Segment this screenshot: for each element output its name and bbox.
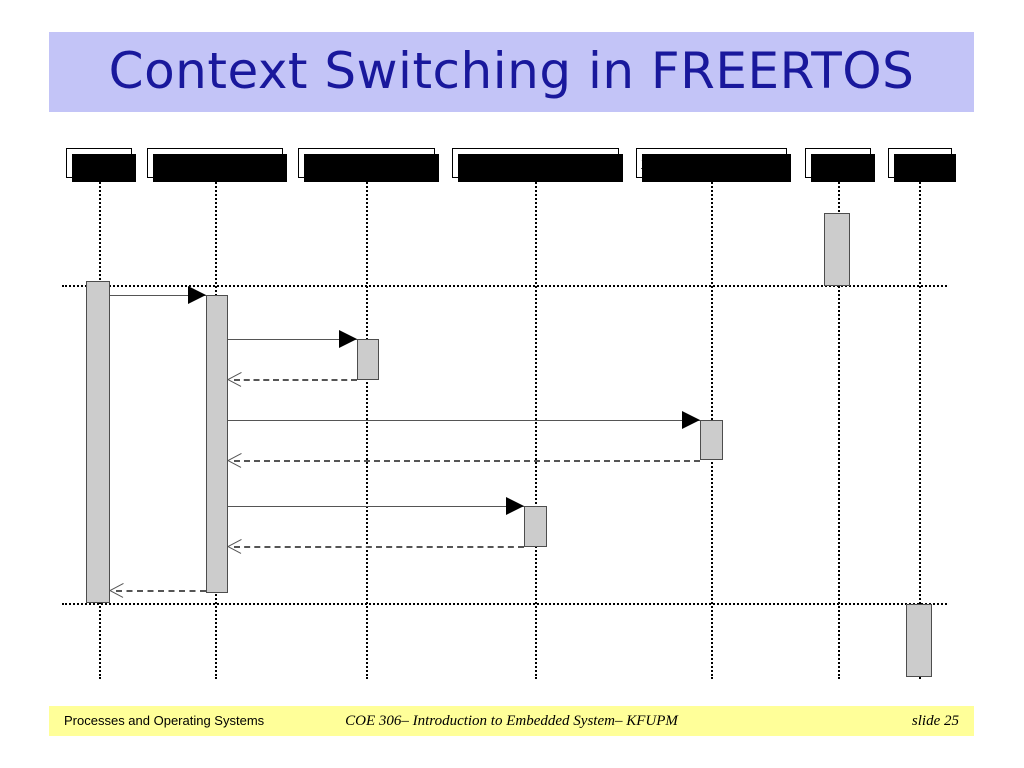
footer-course-text: COE 306– Introduction to Embedded System…	[345, 713, 678, 729]
lifeline-task1	[838, 179, 840, 679]
activation-bar-portrestore-context	[524, 506, 547, 547]
return-line-switch	[234, 460, 700, 462]
lifeline-header-vpreemptivetick[interactable]: vPreemptiveTick	[147, 148, 287, 182]
lifeline-header-label-portrestore-context: portRESTORE_CONTEXT	[461, 156, 610, 171]
message-arrowhead-switch	[682, 411, 700, 429]
lifeline-header-label-task1: Task 1	[815, 155, 861, 172]
activation-bar-task1	[824, 213, 850, 286]
header-shadow	[72, 154, 136, 182]
return-arrowhead-restore	[228, 538, 242, 554]
lifeline-header-vtaskswitchcontext[interactable]: vTaskSwitchContext	[636, 148, 791, 182]
lifeline-header-label-portsave-context: portSAVE_CONTEXT	[304, 156, 429, 171]
lifeline-task2	[919, 179, 921, 679]
activation-bar-vpreemptivetick	[206, 295, 228, 593]
separator-line-bottom	[62, 603, 947, 605]
lifeline-header-label-timer: Timer	[77, 155, 121, 172]
slide-footer: COE 306– Introduction to Embedded System…	[49, 706, 974, 736]
header-shadow	[811, 154, 875, 182]
return-line-restore	[234, 546, 524, 548]
activation-bar-timer	[86, 281, 110, 603]
page-title: Context Switching in FREERTOS	[108, 42, 915, 100]
lifeline-portsave-context	[366, 179, 368, 679]
lifeline-header-task2[interactable]: Task 2	[888, 148, 956, 182]
separator-line-top	[62, 285, 947, 287]
activation-bar-vtaskswitchcontext	[700, 420, 723, 460]
lifeline-header-label-vpreemptivetick: vPreemptiveTick	[156, 156, 274, 171]
return-arrowhead-save	[228, 371, 242, 387]
lifeline-portrestore-context	[535, 179, 537, 679]
message-line-tick	[110, 295, 206, 296]
header-shadow	[458, 154, 623, 182]
header-shadow	[304, 154, 439, 182]
lifeline-header-portrestore-context[interactable]: portRESTORE_CONTEXT	[452, 148, 623, 182]
message-arrowhead-restore	[506, 497, 524, 515]
return-line-tick	[116, 590, 206, 592]
return-arrowhead-tick	[110, 582, 124, 598]
message-line-save	[228, 339, 357, 340]
return-line-save	[234, 379, 357, 381]
lifeline-header-label-task2: Task 2	[897, 155, 943, 172]
footer-section-text: Processes and Operating Systems	[64, 713, 265, 728]
footer-slide-number: slide 25	[911, 713, 959, 729]
return-arrowhead-switch	[228, 452, 242, 468]
header-shadow	[153, 154, 287, 182]
slide-title-banner: Context Switching in FREERTOS	[49, 32, 974, 112]
message-line-restore	[228, 506, 524, 507]
message-arrowhead-save	[339, 330, 357, 348]
lifeline-header-timer[interactable]: Timer	[66, 148, 136, 182]
lifeline-header-label-vtaskswitchcontext: vTaskSwitchContext	[641, 156, 782, 171]
lifeline-header-task1[interactable]: Task 1	[805, 148, 875, 182]
activation-bar-task2	[906, 604, 932, 677]
lifeline-header-portsave-context[interactable]: portSAVE_CONTEXT	[298, 148, 439, 182]
header-shadow	[642, 154, 791, 182]
message-line-switch	[228, 420, 700, 421]
activation-bar-portsave-context	[357, 339, 379, 380]
header-shadow	[894, 154, 956, 182]
message-arrowhead-tick	[188, 286, 206, 304]
